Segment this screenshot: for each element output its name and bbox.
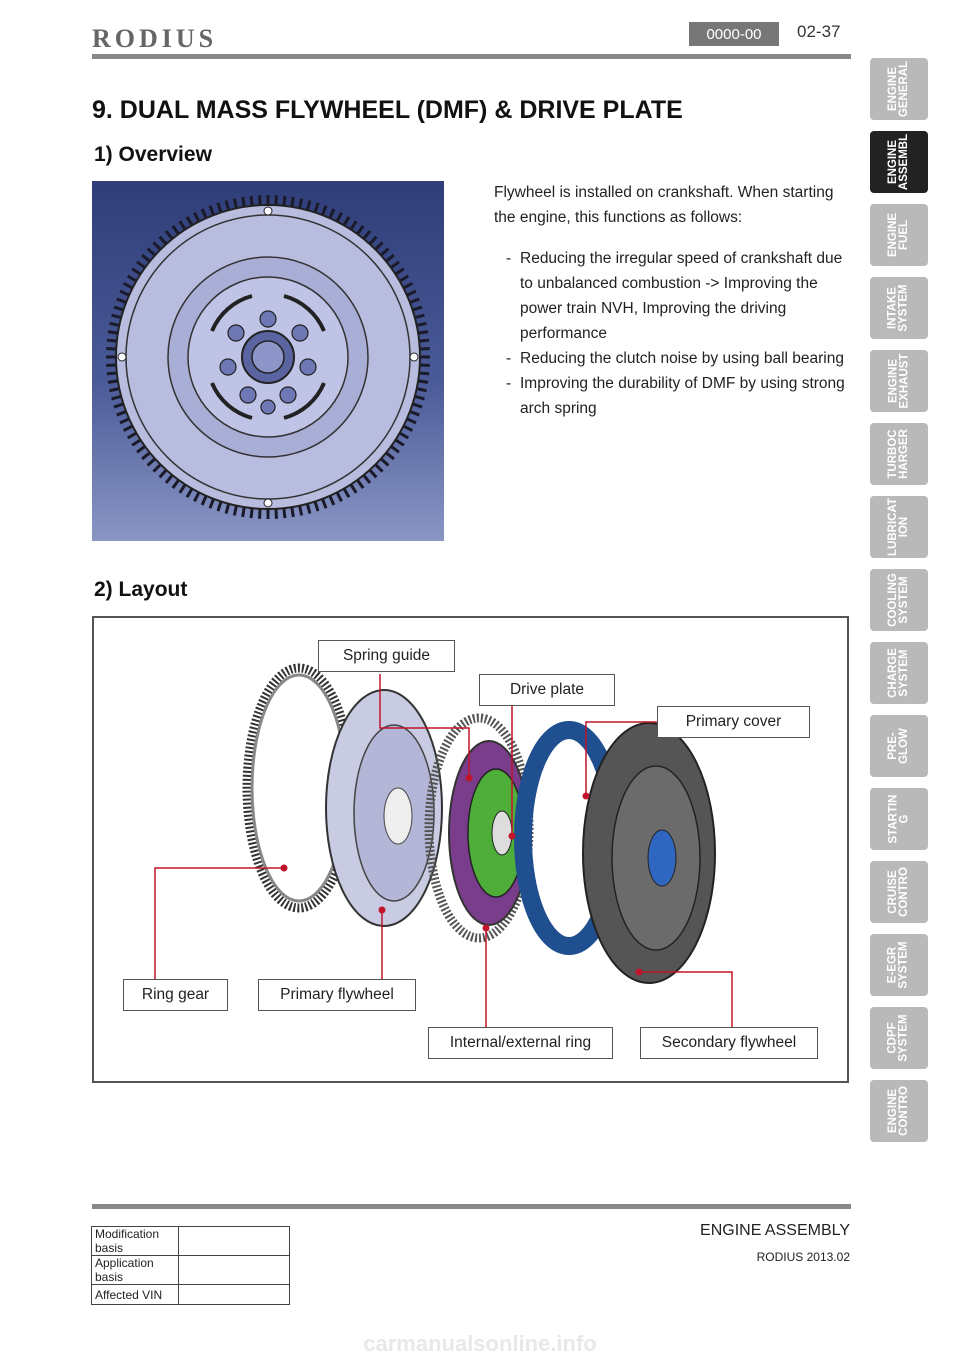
page-title: 9. DUAL MASS FLYWHEEL (DMF) & DRIVE PLAT… [92, 96, 683, 124]
table-row: Application basis [91, 1255, 290, 1285]
table-row: Modification basis [91, 1226, 290, 1256]
section-tab[interactable]: ENGINE EXHAUST [870, 350, 928, 412]
section-tab[interactable]: ENGINE FUEL [870, 204, 928, 266]
label-drive-plate: Drive plate [479, 674, 615, 706]
table-cell [178, 1226, 290, 1256]
list-item: Reducing the irregular speed of cranksha… [494, 246, 854, 346]
modification-table: Modification basis Application basis Aff… [91, 1226, 290, 1305]
table-cell: Affected VIN [91, 1284, 179, 1305]
flywheel-drawing [106, 195, 430, 519]
overview-heading: 1) Overview [94, 143, 212, 166]
exploded-view-drawing [154, 663, 733, 1028]
table-cell [178, 1255, 290, 1285]
list-item: Improving the durability of DMF by using… [494, 371, 854, 421]
layout-diagram: Spring guide Drive plate Primary cover R… [92, 616, 849, 1083]
section-tab-label: COOLING SYSTEM [886, 573, 910, 627]
section-tab[interactable]: CHARGE SYSTEM [870, 642, 928, 704]
label-ring-gear: Ring gear [123, 979, 228, 1011]
section-tab[interactable]: INTAKE SYSTEM [870, 277, 928, 339]
section-tab-label: ENGINE FUEL [887, 212, 910, 258]
section-tab[interactable]: CDPF SYSTEM [870, 1007, 928, 1069]
section-tab-label: ENGINE CONTRO [887, 1086, 910, 1136]
label-internal-external-ring: Internal/external ring [428, 1027, 613, 1059]
section-tab-label: ENGINE EXHAUST [886, 353, 910, 409]
section-tab-label: CRUISE CONTRO [887, 867, 910, 917]
section-tab-label: CHARGE SYSTEM [887, 648, 910, 698]
section-tab-label: ENGINE GENERAL [886, 60, 910, 118]
section-tab[interactable]: COOLING SYSTEM [870, 569, 928, 631]
section-tab-label: LUBRICAT ION [886, 498, 910, 556]
section-tab-label: E-EGR SYSTEM [886, 941, 910, 989]
section-tab[interactable]: PRE- GLOW [870, 715, 928, 777]
footer-subtitle: RODIUS 2013.02 [756, 1250, 850, 1264]
section-tab[interactable]: TURBOC HARGER [870, 423, 928, 485]
footer-title: ENGINE ASSEMBLY [700, 1222, 850, 1239]
section-tab[interactable]: ENGINE ASSEMBL [870, 131, 928, 193]
section-tab-label: ENGINE ASSEMBL [886, 133, 910, 191]
label-primary-cover: Primary cover [657, 706, 810, 738]
header-divider [92, 54, 851, 59]
section-tab[interactable]: ENGINE CONTRO [870, 1080, 928, 1142]
watermark: carmanualsonline.info [363, 1331, 597, 1356]
layout-heading: 2) Layout [94, 578, 188, 601]
section-tab[interactable]: STARTIN G [870, 788, 928, 850]
footer-divider [92, 1204, 851, 1209]
section-tab[interactable]: LUBRICAT ION [870, 496, 928, 558]
brand-logo: RODIUS [92, 24, 218, 53]
flywheel-photo [92, 181, 444, 541]
overview-bullets: Reducing the irregular speed of cranksha… [494, 246, 854, 421]
section-tab-label: CDPF SYSTEM [886, 1014, 910, 1062]
overview-intro: Flywheel is installed on crankshaft. Whe… [494, 184, 834, 226]
section-tab-label: TURBOC HARGER [887, 429, 910, 479]
table-cell: Application basis [91, 1255, 179, 1285]
section-tab[interactable]: ENGINE GENERAL [870, 58, 928, 120]
page-number: 02-37 [797, 22, 841, 41]
table-cell [178, 1284, 290, 1305]
section-tab-label: PRE- GLOW [887, 728, 910, 764]
label-spring-guide: Spring guide [318, 640, 455, 672]
label-secondary-flywheel: Secondary flywheel [640, 1027, 818, 1059]
section-tab-label: STARTIN G [886, 794, 910, 844]
section-tab[interactable]: E-EGR SYSTEM [870, 934, 928, 996]
section-code-badge: 0000-00 [689, 22, 779, 46]
label-primary-flywheel: Primary flywheel [258, 979, 416, 1011]
list-item: Reducing the clutch noise by using ball … [494, 346, 854, 371]
table-cell: Modification basis [91, 1226, 179, 1256]
section-tab[interactable]: CRUISE CONTRO [870, 861, 928, 923]
section-tab-label: INTAKE SYSTEM [886, 284, 910, 332]
table-row: Affected VIN [91, 1284, 290, 1305]
